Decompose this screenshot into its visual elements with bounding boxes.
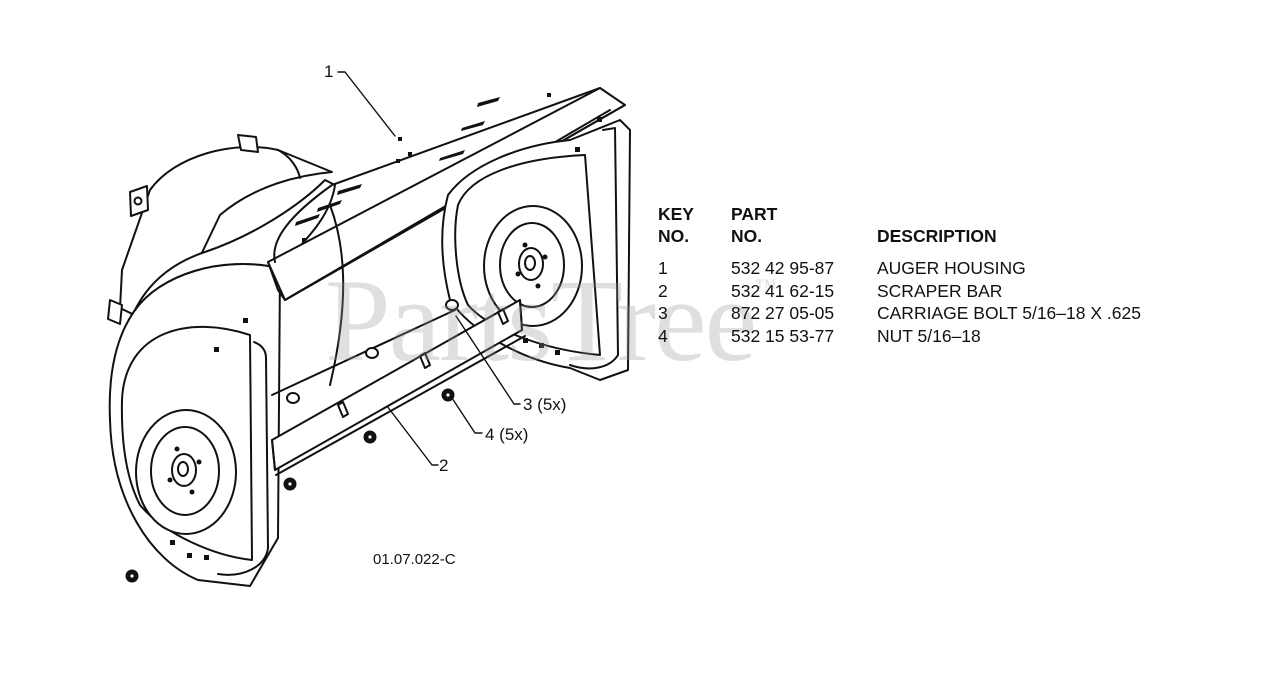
row-part-no: 532 15 53-77: [731, 325, 835, 346]
parts-table-header: KEY NO. PART NO. DESCRIPTION: [658, 203, 1141, 257]
table-row: 2 532 41 62-15 SCRAPER BAR: [658, 280, 1141, 303]
callout-2: 2: [439, 456, 449, 475]
rear-wrapper-curve: [329, 204, 345, 386]
table-row: 4 532 15 53-77 NUT 5/16–18: [658, 325, 1141, 348]
scraper-bar: [271, 299, 526, 476]
wrapper-shell: [134, 179, 336, 311]
callout-1: 1: [324, 62, 334, 81]
carriage-bolts: [286, 299, 459, 404]
row-description: SCRAPER BAR: [877, 280, 1003, 301]
callout-4: 4 (5x): [485, 425, 529, 444]
left-side-plate: [108, 263, 281, 587]
row-part-no: 872 27 05-05: [731, 303, 835, 323]
drawing-number: 01.07.022-C: [373, 551, 456, 568]
right-side-plate: [441, 117, 631, 381]
row-key: 3: [658, 303, 668, 323]
table-row: 1 532 42 95-87 AUGER HOUSING: [658, 257, 1141, 280]
row-description: AUGER HOUSING: [877, 258, 1026, 278]
row-part-no: 532 42 95-87: [731, 258, 835, 278]
inner-shell-edge: [271, 309, 456, 396]
row-key: 4: [658, 325, 668, 346]
callout-3: 3 (5x): [523, 395, 567, 414]
header-part-no: PART NO.: [731, 204, 778, 246]
header-description: DESCRIPTION: [877, 226, 997, 246]
row-description: CARRIAGE BOLT 5/16–18 X .625: [877, 303, 1141, 323]
row-part-no: 532 41 62-15: [731, 280, 835, 301]
header-key-no: KEY NO.: [658, 204, 694, 246]
parts-table: KEY NO. PART NO. DESCRIPTION 1 532 42 95…: [658, 203, 1141, 347]
row-key: 2: [658, 280, 668, 301]
leader-lines: [337, 71, 521, 466]
row-key: 1: [658, 258, 668, 278]
row-description: NUT 5/16–18: [877, 325, 981, 346]
nuts: [125, 388, 455, 583]
table-row: 3 872 27 05-05 CARRIAGE BOLT 5/16–18 X .…: [658, 302, 1141, 325]
